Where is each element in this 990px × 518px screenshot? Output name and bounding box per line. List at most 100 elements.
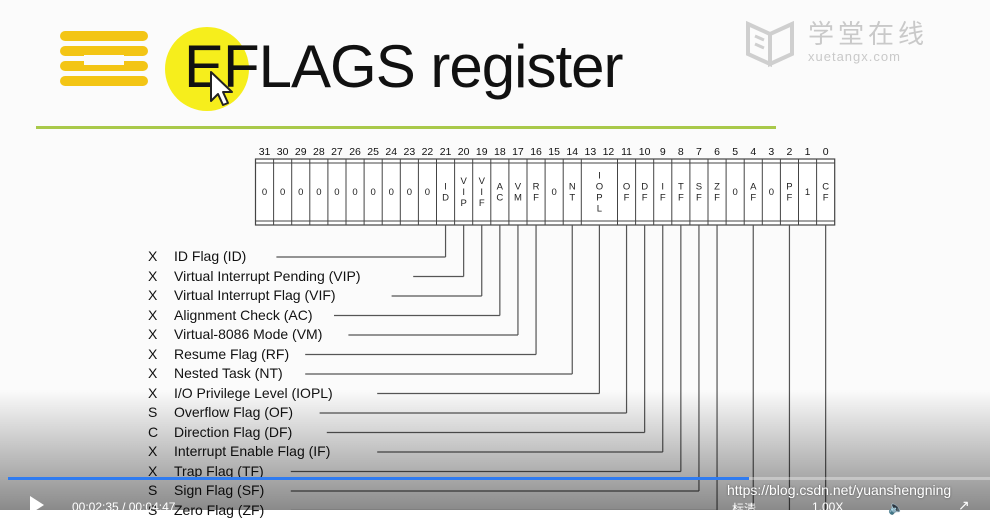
bit-number-label: 19 [476, 146, 488, 158]
flag-status: X [148, 345, 158, 362]
flag-row: S Overflow Flag (OF) [148, 404, 293, 420]
current-time: 00:02:35 [72, 500, 119, 514]
register-cell-text: F [714, 193, 720, 204]
flag-status: X [148, 385, 164, 401]
logo-stripe [60, 46, 148, 56]
bit-number-label: 1 [805, 146, 811, 158]
register-cell-text: C [496, 193, 503, 204]
bit-number-label: 2 [787, 146, 793, 158]
bit-number-label: 0 [823, 146, 829, 158]
flag-status: S [148, 404, 164, 420]
register-cell-text: Z [714, 182, 720, 193]
title-divider [36, 126, 776, 129]
speed-button[interactable]: 1.00X [812, 500, 844, 514]
register-cell-text: F [678, 193, 684, 204]
flag-label: Overflow Flag (OF) [174, 404, 293, 420]
register-cell-text: 0 [389, 187, 394, 198]
register-cell-text: I [444, 182, 447, 193]
bit-number-label: 5 [732, 146, 738, 158]
flag-status: S [148, 482, 164, 498]
register-cell-text: 0 [298, 187, 303, 198]
volume-icon[interactable]: 🔈 [888, 500, 905, 515]
flag-label: Alignment Check (AC) [174, 306, 313, 323]
logo-stripe [60, 31, 148, 41]
flag-row: S Sign Flag (SF) [148, 482, 264, 498]
register-cell-text: 0 [371, 187, 376, 198]
register-cell-text: A [497, 182, 504, 193]
bit-number-label: 23 [404, 146, 416, 158]
register-cell-text: F [624, 193, 630, 204]
register-cell-text: O [623, 182, 630, 193]
bit-number-label: 31 [259, 146, 271, 158]
bit-number-label: 4 [750, 146, 756, 158]
player-shade [0, 390, 990, 510]
watermark-text: 学堂在线 [808, 19, 929, 49]
register-cell-text: 0 [407, 187, 412, 198]
register-cell-text: F [696, 193, 702, 204]
register-cell-text: 0 [733, 187, 738, 198]
slide-title: EFLAGS register [184, 33, 623, 100]
register-cell-text: L [597, 204, 602, 215]
register-cell-text: 0 [334, 187, 339, 198]
register-cell-text: 0 [769, 187, 774, 198]
register-cell-text: 0 [352, 187, 357, 198]
fullscreen-icon[interactable]: ↗ [958, 497, 970, 513]
bit-number-label: 30 [277, 146, 289, 158]
register-cell-text: V [515, 182, 522, 193]
bit-number-label: 8 [678, 146, 684, 158]
bit-number-label: 11 [621, 146, 632, 158]
bit-number-label: 13 [585, 146, 597, 158]
register-cell-text: F [787, 193, 793, 204]
flag-row: X Nested Task (NT) [148, 365, 283, 381]
quality-button[interactable]: 标清 [732, 502, 757, 516]
mouse-pointer-icon [210, 71, 233, 106]
register-cell-text: P [460, 198, 466, 209]
flag-row: XTrap Flag (TF) [148, 463, 264, 479]
flag-label: Resume Flag (RF) [174, 345, 290, 362]
register-cell-text: F [660, 193, 666, 204]
xuetangx-logo-icon [746, 20, 794, 68]
bit-number-label: 17 [512, 146, 524, 158]
register-cell-text: F [823, 193, 829, 204]
flag-status: X [148, 248, 158, 264]
register-cell-text: F [750, 193, 756, 204]
register-cell-text: V [479, 176, 486, 187]
flag-status: X [148, 443, 164, 459]
bit-number-label: 9 [660, 146, 666, 158]
register-cell-text: 0 [316, 187, 321, 198]
register-cell-text: R [533, 182, 540, 193]
flag-row: CDirection Flag (DF) [148, 424, 292, 440]
bit-number-label: 6 [714, 146, 720, 158]
logo-stripe [60, 61, 148, 71]
flag-status: X [148, 287, 158, 303]
flag-label: Virtual Interrupt Pending (VIP) [174, 267, 361, 284]
flag-status: X [148, 365, 158, 381]
play-icon[interactable] [30, 496, 44, 514]
flag-label: Sign Flag (SF) [174, 482, 264, 498]
flag-status: X [148, 267, 158, 284]
bit-number-label: 18 [494, 146, 506, 158]
register-cell-text: P [786, 182, 792, 193]
bit-number-label: 26 [349, 146, 361, 158]
register-cell-text: T [678, 182, 684, 193]
flag-label: Interrupt Enable Flag (IF) [174, 443, 330, 459]
bit-number-label: 20 [458, 146, 470, 158]
register-cell-text: M [514, 193, 522, 204]
progress-fill [8, 477, 750, 480]
register-cell-text: 0 [425, 187, 430, 198]
register-cell-text: S [696, 182, 702, 193]
register-cell-text: I [462, 187, 465, 198]
flag-label: Nested Task (NT) [174, 365, 283, 381]
register-cell-text: V [460, 176, 467, 187]
flag-row: X Interrupt Enable Flag (IF) [148, 443, 330, 459]
bit-number-label: 21 [440, 146, 452, 158]
cursor-highlight [165, 27, 249, 111]
bit-number-label: 7 [696, 146, 702, 158]
register-cell-text: I [598, 171, 601, 182]
register-cell-text: T [569, 193, 575, 204]
watermark-url: xuetangx.com [808, 49, 901, 64]
